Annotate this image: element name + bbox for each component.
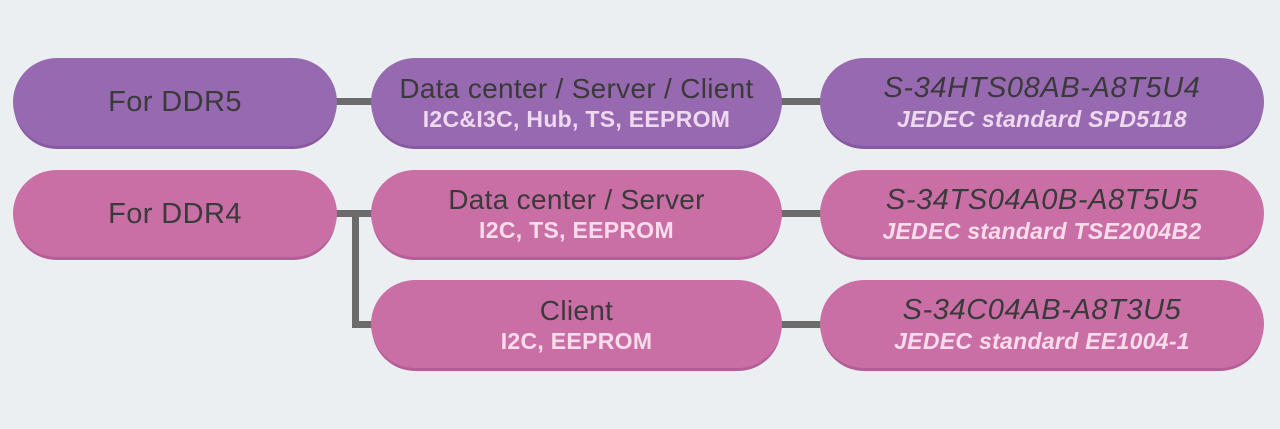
ddr5-product-standard: JEDEC standard SPD5118 [897,106,1187,132]
ddr4-server-product-standard: JEDEC standard TSE2004B2 [882,217,1202,244]
ddr4-client-product-standard: JEDEC standard EE1004-1 [894,328,1190,354]
connector-ddr5-segment-to-product [774,98,824,105]
ddr4-client-segment-features: I2C, EEPROM [500,327,653,354]
ddr4-category-pill: For DDR4 [13,170,337,257]
ddr5-product-pill: S-34HTS08AB-A8T5U4 JEDEC standard SPD511… [820,58,1264,146]
ddr4-client-product-name: S-34C04AB-A8T3U5 [902,294,1182,326]
ddr4-server-segment-markets: Data center / Server [448,184,705,215]
ddr4-server-segment-features: I2C, TS, EEPROM [479,217,674,243]
connector-ddr4-branch-to-client-segment [352,321,376,328]
connector-ddr4-client-segment-to-product [774,321,824,328]
ddr4-server-product-name: S-34TS04A0B-A8T5U5 [885,183,1199,216]
ddr5-segment-pill: Data center / Server / Client I2C&I3C, H… [371,58,782,146]
ddr4-client-segment-markets: Client [539,294,614,326]
ddr5-segment-markets: Data center / Server / Client [399,72,754,104]
ddr5-product-name: S-34HTS08AB-A8T5U4 [883,72,1201,104]
ddr4-client-product-pill: S-34C04AB-A8T3U5 JEDEC standard EE1004-1 [820,280,1264,368]
ddr5-segment-features: I2C&I3C, Hub, TS, EEPROM [422,105,731,132]
ddr5-category-pill: For DDR5 [13,58,337,146]
connector-ddr4-server-segment-to-product [774,210,824,217]
ddr4-server-product-pill: S-34TS04A0B-A8T5U5 JEDEC standard TSE200… [820,170,1264,257]
ddr4-client-segment-pill: Client I2C, EEPROM [371,280,782,368]
connector-ddr5-to-segment [330,98,376,105]
ddr5-category-label: For DDR5 [108,86,242,118]
connector-ddr4-branch-vertical [352,210,359,328]
ddr4-server-segment-pill: Data center / Server I2C, TS, EEPROM [371,170,782,257]
ddr4-category-label: For DDR4 [108,197,242,230]
